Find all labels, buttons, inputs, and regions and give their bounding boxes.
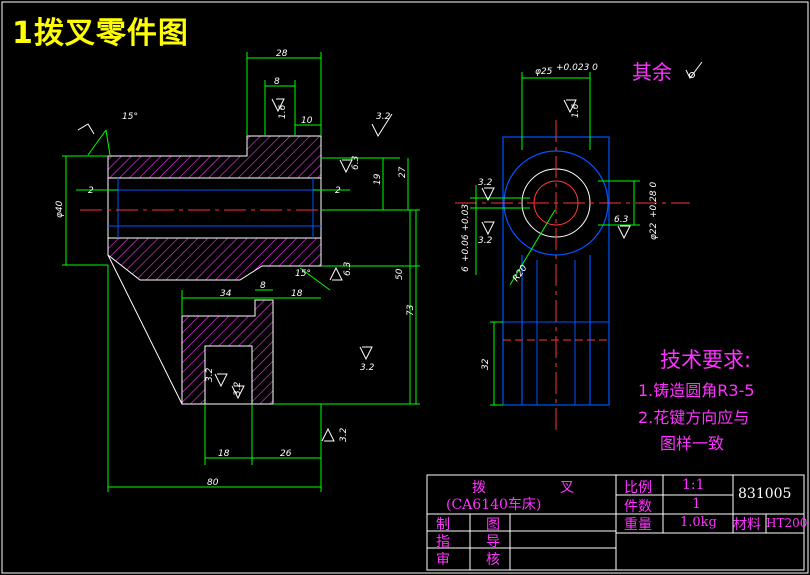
ra-63-a: 6.3 xyxy=(351,155,361,170)
section-view: 28 8 10 15° 2 2 φ40 19 27 34 8 18 15° 50… xyxy=(55,49,420,492)
guide-label-a: 指 xyxy=(436,534,450,550)
dim-r20: R20 xyxy=(511,263,530,283)
review-label-b: 核 xyxy=(486,552,500,568)
tech-requirement-2: 2.花键方向应与 xyxy=(638,408,750,427)
dim-26: 26 xyxy=(280,449,292,459)
dim-34: 34 xyxy=(220,289,232,299)
roughness-note: 其余 xyxy=(632,60,672,84)
ra-16-a: 1.6 xyxy=(278,104,288,119)
draw-label-b: 图 xyxy=(486,517,500,533)
draw-label-a: 制 xyxy=(436,517,450,533)
dim-28: 28 xyxy=(276,49,288,59)
dim-10: 10 xyxy=(301,116,313,126)
ra-32-e: 3.2 xyxy=(339,427,349,442)
ra-63-b: 6.3 xyxy=(343,261,353,276)
dim-phi22: φ22 xyxy=(649,222,659,240)
ra-32-g: 3.2 xyxy=(478,236,493,246)
drawing-number: 831005 xyxy=(738,486,792,502)
tech-requirements-heading: 技术要求: xyxy=(660,348,752,372)
dim-19: 19 xyxy=(373,173,383,185)
dim-2a: 2 xyxy=(88,186,94,196)
ra-32-b: 3.2 xyxy=(360,363,375,373)
ra-16-b: 1.6 xyxy=(571,103,581,118)
dim-32: 32 xyxy=(481,358,491,370)
material-label: 材料 xyxy=(733,517,761,533)
dim-50: 50 xyxy=(395,268,405,280)
dim-18b: 18 xyxy=(218,449,230,459)
dim-73: 73 xyxy=(406,304,416,316)
part-name-left: 拨 xyxy=(472,480,486,496)
ra-32-f: 3.2 xyxy=(478,178,493,188)
dim-8: 8 xyxy=(274,77,280,87)
dim-18: 18 xyxy=(291,289,303,299)
dim-80: 80 xyxy=(207,478,219,488)
dim-phi22-tol: +0.28 0 xyxy=(649,182,659,218)
hatch-lower-hub xyxy=(107,237,322,281)
hatch-fork xyxy=(181,299,274,405)
dim-6: 6 xyxy=(461,266,471,272)
machine-label: (CA6140车床) xyxy=(446,497,542,513)
weight-label: 重量 xyxy=(624,517,652,533)
tech-requirement-1: 1.铸造圆角R3-5 xyxy=(638,381,755,400)
dim-8b: 8 xyxy=(260,281,266,291)
count-label: 件数 xyxy=(624,499,652,515)
weight-value: 1.0kg xyxy=(680,515,717,530)
hatch-upper-hub xyxy=(107,135,322,179)
dim-27: 27 xyxy=(398,166,408,178)
dim-phi40: φ40 xyxy=(55,200,65,218)
dim-6-tol: +0.06 +0.03 xyxy=(461,204,471,262)
dim-phi25-tol: +0.023 0 xyxy=(556,63,598,73)
dim-phi25: φ25 xyxy=(535,67,553,77)
tech-requirement-3: 图样一致 xyxy=(660,434,725,453)
dim-15deg: 15° xyxy=(122,112,138,122)
ra-32-d: 3.2 xyxy=(233,381,243,396)
dim-2b: 2 xyxy=(335,186,341,196)
scale-value: 1:1 xyxy=(682,477,705,493)
scale-label: 比例 xyxy=(624,480,652,496)
material-value: HT200 xyxy=(766,516,808,530)
dim-15deg-b: 15° xyxy=(295,269,311,279)
drawing-title: 1拨叉零件图 xyxy=(12,16,189,51)
ra-63-c: 6.3 xyxy=(614,215,629,225)
guide-label-b: 导 xyxy=(486,534,500,550)
title-block xyxy=(426,474,805,571)
count-value: 1 xyxy=(692,496,701,512)
side-view: φ25 +0.023 0 φ22 +0.28 0 6 +0.06 +0.03 R… xyxy=(455,61,703,435)
ra-32-a: 3.2 xyxy=(376,112,391,122)
part-name-right: 叉 xyxy=(560,480,574,496)
ra-32-c: 3.2 xyxy=(205,367,215,382)
review-label-a: 审 xyxy=(436,552,450,568)
